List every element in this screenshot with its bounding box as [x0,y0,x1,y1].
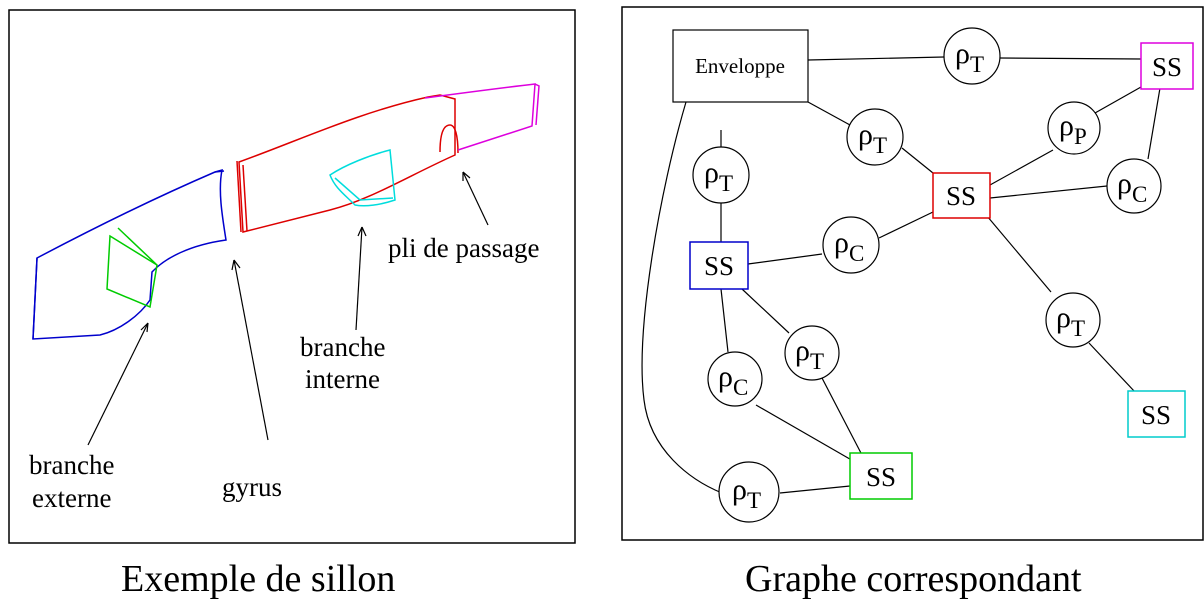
node-ss-red-label: SS [946,181,976,211]
node-ss-cyan-label: SS [1141,400,1171,430]
label-branche-externe-1: branche [29,450,114,480]
node-ss-cyan [1127,390,1186,438]
node-ss-red [932,172,991,219]
right-caption: Graphe correspondant [745,558,1082,600]
left-panel-frame [8,9,576,544]
rho-node-t-top [943,27,1001,85]
right-panel-frame [621,6,1204,541]
label-branche-externe-2: externe [32,483,111,513]
cyan-sulcus-surface [329,149,396,207]
red-sulcus-surface [236,94,459,233]
rho-labels: ρT ρT ρP ρT ρC ρC ρT ρT ρC ρT [704,37,1147,513]
magenta-sulcus-surface [424,83,540,151]
rho-node-t-left [692,146,750,204]
rho-node-c-lower [707,351,763,407]
rho-label-t-right: ρT [1056,301,1085,341]
rho-label-t-upper: ρT [858,118,887,158]
node-ss-green [849,452,913,500]
rho-label-t-top: ρT [955,37,984,77]
green-sulcus-surface [106,227,158,309]
rho-node-p [1047,101,1101,155]
graph-edge-envelope-to-bottom [641,101,723,494]
node-envelope-label: Enveloppe [695,54,785,78]
rho-node-c-right [1106,158,1162,214]
graph-edges [720,56,1161,494]
label-branche-interne-2: interne [305,364,380,394]
annotation-arrows [87,171,489,446]
blue-sulcus-surface [32,168,227,340]
rho-label-c-right: ρC [1117,167,1147,207]
rho-label-p: ρP [1059,109,1087,149]
rho-node-t-lower [784,325,840,381]
node-ss-blue-label: SS [704,251,734,281]
rho-label-t-left: ρT [704,156,733,196]
node-ss-green-label: SS [866,462,896,492]
rho-label-t-bottom: ρT [732,473,761,513]
rho-label-t-lower: ρT [795,334,824,374]
node-ss-magenta [1140,42,1194,90]
node-ss-blue [689,241,749,290]
rho-label-c-lower: ρC [718,360,748,400]
rho-node-t-upper [846,108,904,166]
label-branche-interne-1: branche [300,332,385,362]
node-ss-magenta-label: SS [1152,52,1182,82]
left-caption: Exemple de sillon [121,558,395,600]
rho-nodes [692,27,1162,523]
rho-node-t-bottom [718,461,780,523]
rho-node-c-middle [822,216,880,274]
rho-node-t-right [1045,292,1101,348]
label-pli-de-passage: pli de passage [388,233,539,263]
label-gyrus: gyrus [222,472,282,502]
rho-label-c-middle: ρC [834,226,864,266]
node-envelope [672,29,809,103]
